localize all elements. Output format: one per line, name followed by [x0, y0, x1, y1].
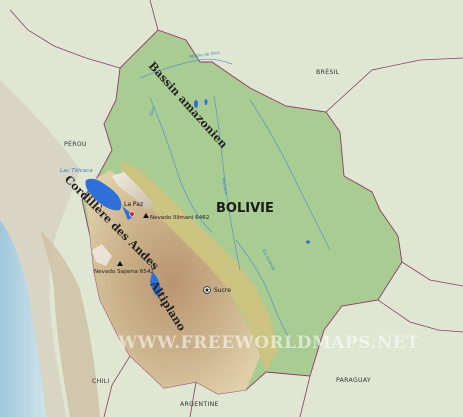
eastern-cordillera [120, 160, 278, 372]
peak-icon-sajama [117, 261, 123, 266]
label-beni: Beni [148, 105, 156, 116]
label-bolivie: BOLIVIE [216, 201, 274, 216]
rio-grande-river [235, 239, 291, 341]
andes-outside [40, 230, 100, 417]
label-lac-titicaca: Lac Titicaca [60, 168, 93, 174]
label-chili: CHILI [92, 378, 110, 385]
label-sucre: Sucre [214, 287, 231, 294]
label-argentine: ARGENTINE [180, 401, 219, 408]
lake-titicaca [85, 178, 122, 211]
altiplano-highland [86, 170, 260, 394]
lake-poopo [150, 272, 161, 297]
label-la-paz: La Paz [124, 201, 143, 208]
rivers [139, 58, 331, 341]
label-paraguay: PARAGUAY [336, 377, 371, 384]
international-borders [9, 0, 463, 417]
snow-ridge [112, 172, 154, 210]
watermark-text: WWW.FREEWORLDMAPS.NET [117, 333, 419, 353]
mamore-river [213, 95, 241, 271]
snow-ridge-2 [92, 244, 112, 266]
label-nevado-illimani: Nevado Illimani 6462 [150, 215, 209, 221]
madre-de-dios-river [139, 58, 233, 79]
label-madre-de-dios: Madre de Dios [189, 50, 220, 59]
label-bresil: BRÉSIL [316, 67, 340, 76]
city-marker-la-paz[interactable] [129, 211, 135, 217]
coastal-terrain [0, 80, 80, 417]
label-nevado-sajama: Nevado Sajama 6542 [94, 269, 154, 275]
pacific-ocean [0, 220, 46, 417]
beni-river [149, 97, 213, 233]
label-mamore: Mamoré [221, 177, 229, 195]
peak-icon-illimani [143, 213, 149, 218]
label-perou: PÉROU [64, 139, 87, 148]
capital-star-icon[interactable] [203, 286, 211, 294]
